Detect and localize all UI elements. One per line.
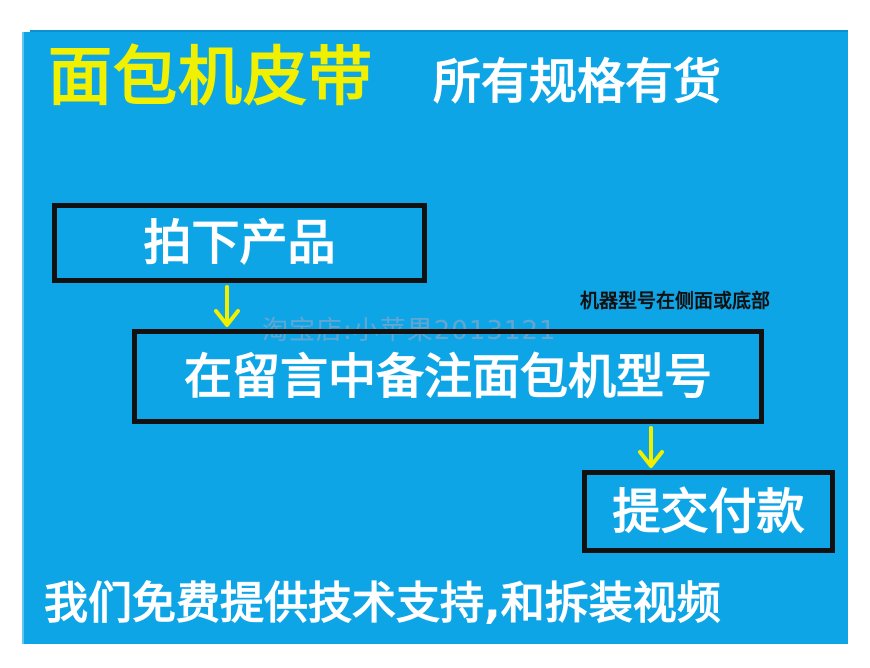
step-2-label: 在留言中备注面包机型号 <box>183 348 712 405</box>
arrow-down-icon <box>214 285 240 327</box>
step-1-box: 拍下产品 <box>52 203 427 283</box>
step-3-label: 提交付款 <box>612 483 805 540</box>
step-1-label: 拍下产品 <box>143 215 336 271</box>
step-2-box: 在留言中备注面包机型号 <box>132 329 764 424</box>
subtitle: 所有规格有货 <box>433 54 722 110</box>
step-3-box: 提交付款 <box>582 470 835 553</box>
footer-text: 我们免费提供技术支持,和拆装视频 <box>44 578 721 629</box>
model-location-note: 机器型号在侧面或底部 <box>580 290 771 312</box>
main-title: 面包机皮带 <box>48 41 373 115</box>
banner-panel <box>24 32 848 644</box>
arrow-down-icon <box>638 426 664 468</box>
top-divider <box>30 30 848 32</box>
